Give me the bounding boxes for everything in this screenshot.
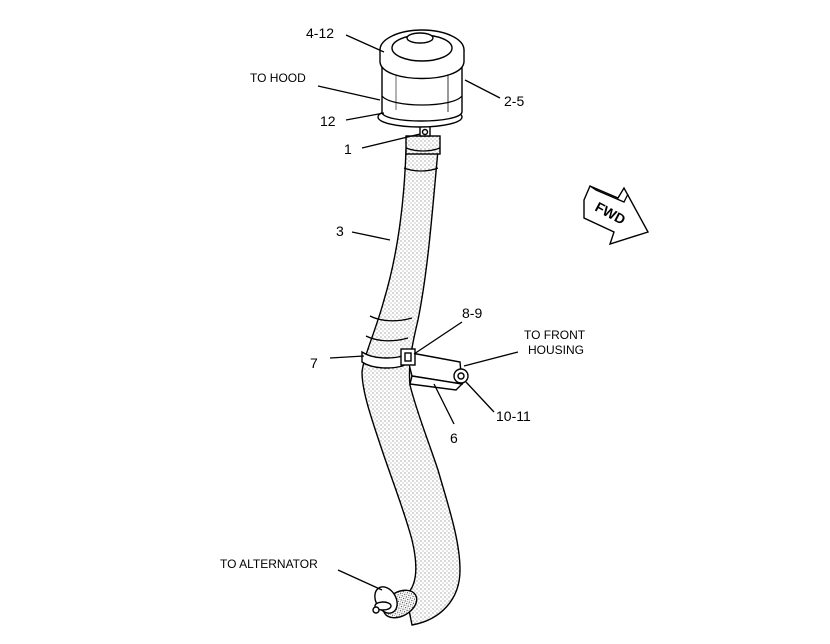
breather-canister xyxy=(377,29,465,128)
note-to-hood: TO HOOD xyxy=(250,71,306,85)
leader-lines xyxy=(317,34,519,591)
hose-end-fitting xyxy=(372,586,418,619)
breather-hose xyxy=(361,149,461,626)
callout-6: 6 xyxy=(450,430,458,446)
callout-10-11: 10-11 xyxy=(496,408,531,424)
callout-4-12: 4-12 xyxy=(306,25,334,41)
callout-1: 1 xyxy=(344,141,352,157)
note-to-alternator: TO ALTERNATOR xyxy=(220,557,318,571)
mounting-bracket xyxy=(400,348,469,391)
upper-hose-clamp xyxy=(405,125,441,155)
callout-3: 3 xyxy=(336,223,344,239)
note-to-front-line1: TO FRONT xyxy=(524,328,586,342)
callout-12: 12 xyxy=(320,113,336,129)
callout-2-5: 2-5 xyxy=(504,93,524,109)
note-to-front-line2: HOUSING xyxy=(528,343,584,357)
callout-8-9: 8-9 xyxy=(462,305,482,321)
callout-7: 7 xyxy=(310,355,318,371)
forward-direction-arrow: FWD xyxy=(583,185,650,246)
